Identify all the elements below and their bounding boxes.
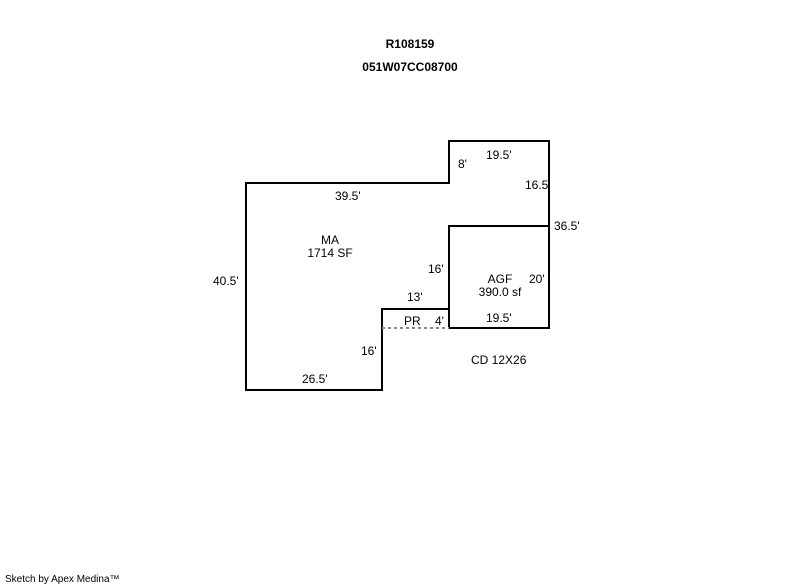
dim-agf-right: 20' bbox=[529, 272, 545, 286]
parcel-id: R108159 bbox=[385, 37, 435, 51]
dim-right-total: 36.5' bbox=[554, 219, 580, 233]
dim-ma-left: 40.5' bbox=[213, 274, 239, 288]
dim-ma-bottom: 26.5' bbox=[302, 372, 328, 386]
dim-bump-top: 19.5' bbox=[486, 148, 512, 162]
dim-pr-top: 13' bbox=[407, 290, 423, 304]
dim-agf-bottom: 19.5' bbox=[486, 311, 512, 325]
dim-bump-left: 8' bbox=[458, 157, 467, 171]
dim-pr-right: 4' bbox=[435, 314, 444, 328]
map-number: 051W07CC08700 bbox=[362, 60, 458, 74]
footer-credit: Sketch by Apex Medina™ bbox=[5, 574, 120, 585]
dim-right-upper: 16.5 bbox=[525, 178, 549, 192]
agf-outline bbox=[448, 225, 550, 329]
dim-ma-top: 39.5' bbox=[335, 189, 361, 203]
agf-label: AGF bbox=[487, 272, 513, 286]
dim-ma-inner-left: 16' bbox=[361, 344, 377, 358]
cd-label: CD 12X26 bbox=[471, 353, 527, 367]
dim-agf-left: 16' bbox=[428, 262, 444, 276]
ma-size: 1714 SF bbox=[307, 246, 353, 260]
ma-label: MA bbox=[321, 233, 339, 247]
pr-label: PR bbox=[404, 314, 421, 328]
agf-size: 390.0 sf bbox=[478, 285, 522, 299]
